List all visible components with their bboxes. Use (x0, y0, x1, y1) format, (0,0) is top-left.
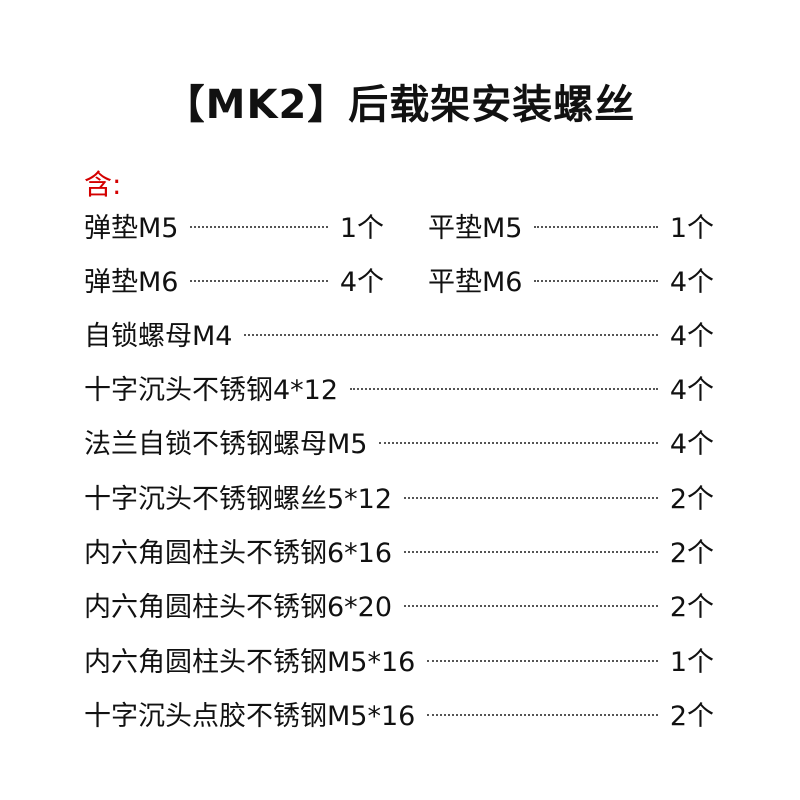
item-qty: 4个 (669, 428, 714, 460)
dotted-leader (190, 226, 328, 228)
list-item: 自锁螺母M4 4个 (84, 313, 714, 353)
list-item: 弹垫M5 1个 (84, 205, 384, 245)
dotted-leader (404, 605, 658, 607)
item-name: 内六角圆柱头不锈钢6*16 (84, 537, 393, 569)
list-item: 法兰自锁不锈钢螺母M5 4个 (84, 421, 714, 461)
item-name: 内六角圆柱头不锈钢6*20 (84, 591, 393, 623)
page-title: 【MK2】后载架安装螺丝 (164, 82, 636, 128)
item-qty: 2个 (669, 700, 714, 732)
item-name: 弹垫M5 (84, 212, 179, 244)
item-name: 十字沉头点胶不锈钢M5*16 (84, 700, 416, 732)
item-name: 平垫M6 (428, 266, 523, 298)
item-name: 自锁螺母M4 (84, 320, 233, 352)
item-name: 弹垫M6 (84, 266, 179, 298)
item-qty: 2个 (669, 483, 714, 515)
list-item: 平垫M5 1个 (428, 205, 714, 245)
item-qty: 4个 (669, 374, 714, 406)
list-item: 十字沉头点胶不锈钢M5*16 2个 (84, 693, 714, 733)
dotted-leader (244, 334, 658, 336)
item-name: 内六角圆柱头不锈钢M5*16 (84, 646, 416, 678)
item-qty: 1个 (669, 646, 714, 678)
item-qty: 2个 (669, 537, 714, 569)
dotted-leader (427, 714, 658, 716)
dotted-leader (534, 280, 658, 282)
dotted-leader (350, 388, 658, 390)
dotted-leader (379, 442, 658, 444)
list-item: 弹垫M6 4个 (84, 259, 384, 299)
item-name: 十字沉头不锈钢螺丝5*12 (84, 483, 393, 515)
dotted-leader (427, 660, 658, 662)
dotted-leader (190, 280, 328, 282)
item-name: 法兰自锁不锈钢螺母M5 (84, 428, 368, 460)
item-qty: 4个 (669, 266, 714, 298)
list-item: 平垫M6 4个 (428, 259, 714, 299)
list-item: 十字沉头不锈钢螺丝5*12 2个 (84, 476, 714, 516)
item-qty: 4个 (339, 266, 384, 298)
list-item: 内六角圆柱头不锈钢6*20 2个 (84, 584, 714, 624)
item-qty: 1个 (339, 212, 384, 244)
dotted-leader (404, 551, 658, 553)
list-item: 内六角圆柱头不锈钢6*16 2个 (84, 530, 714, 570)
contains-label: 含: (84, 168, 122, 201)
item-name: 平垫M5 (428, 212, 523, 244)
dotted-leader (534, 226, 658, 228)
item-qty: 1个 (669, 212, 714, 244)
dotted-leader (404, 497, 658, 499)
item-name: 十字沉头不锈钢4*12 (84, 374, 339, 406)
list-item: 内六角圆柱头不锈钢M5*16 1个 (84, 639, 714, 679)
list-item: 十字沉头不锈钢4*12 4个 (84, 367, 714, 407)
item-qty: 4个 (669, 320, 714, 352)
item-qty: 2个 (669, 591, 714, 623)
